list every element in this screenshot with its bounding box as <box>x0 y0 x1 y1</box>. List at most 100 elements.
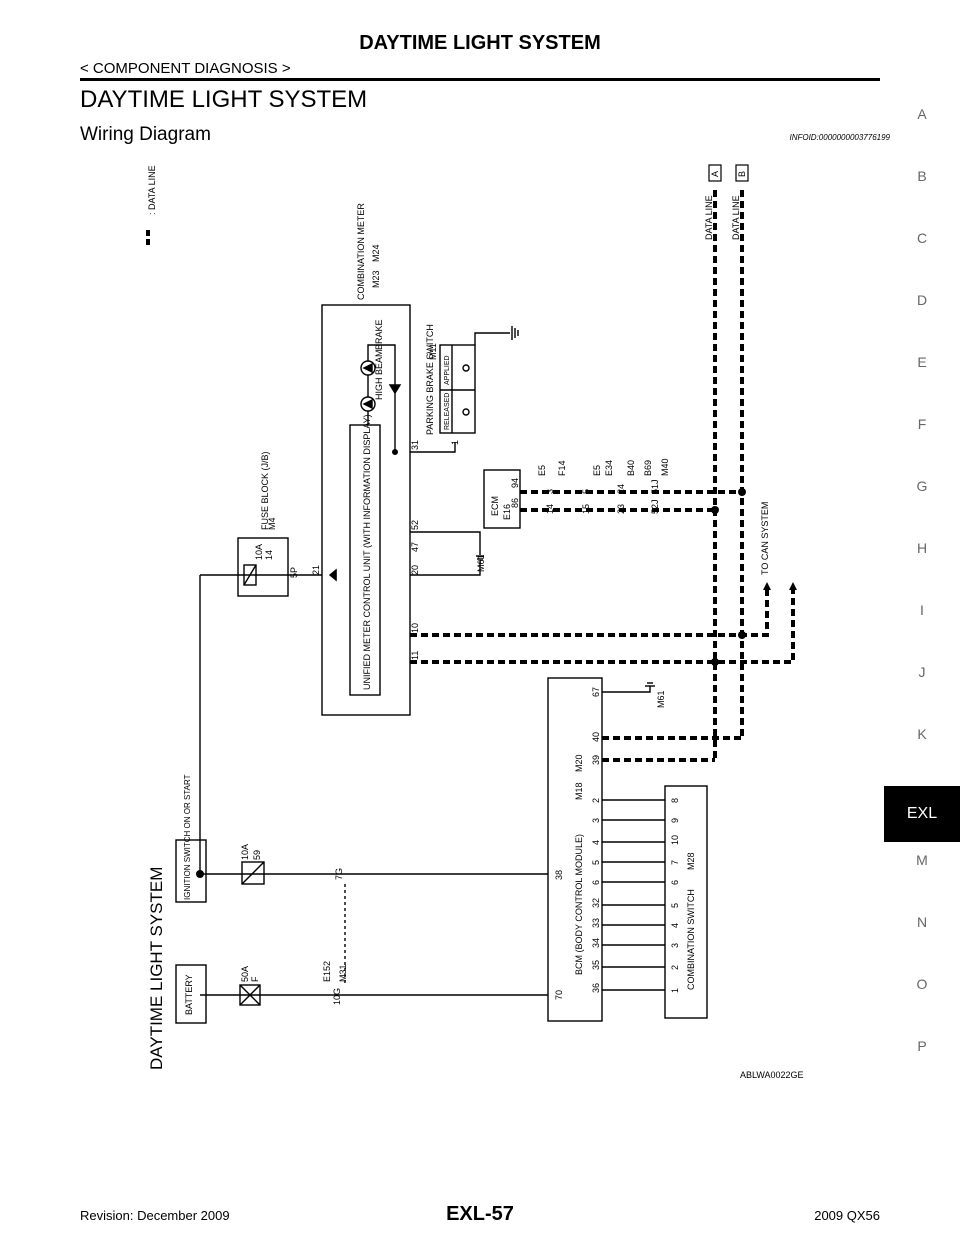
bcm-pin-33: 33 <box>591 918 601 928</box>
bcm-pin-39: 39 <box>591 755 601 765</box>
meter-pin-20: 20 <box>410 565 420 575</box>
ignition-switch-label: IGNITION SWITCH ON OR START <box>183 774 192 900</box>
battery-label: BATTERY <box>184 974 194 1015</box>
conn-m40: M40 <box>660 458 670 476</box>
tab-d[interactable]: D <box>916 292 928 308</box>
meter-pin-47: 47 <box>410 542 420 552</box>
tab-n[interactable]: N <box>916 914 928 930</box>
conn-e5-b-pin2: 24 <box>616 484 626 494</box>
bcm-pin-34: 34 <box>591 938 601 948</box>
figure-code: ABLWA0022GE <box>740 1070 804 1080</box>
combination-meter-conn-1: M23 <box>371 270 381 288</box>
meter-pin-10: 10 <box>410 623 420 633</box>
tab-b[interactable]: B <box>917 168 927 184</box>
section-title: DAYTIME LIGHT SYSTEM <box>80 86 368 113</box>
fuse-batt-amp: 50A <box>240 966 250 982</box>
fuse-block-pin: 5P <box>289 567 299 578</box>
ecm-conn: E16 <box>502 504 512 520</box>
comb-switch-pin-6: 6 <box>670 880 680 885</box>
bcm-pin-70: 70 <box>554 990 564 1000</box>
tab-exl[interactable]: EXL <box>884 786 960 842</box>
comb-switch-pin-7: 7 <box>670 860 680 865</box>
ground-m61-lower: M61 <box>656 690 666 708</box>
parking-brake-applied: APPLIED <box>444 355 451 385</box>
bcm-pin-36: 36 <box>591 983 601 993</box>
tab-e[interactable]: E <box>917 354 927 370</box>
marker-b: B <box>737 171 747 177</box>
meter-pin-52: 52 <box>410 520 420 530</box>
tab-c[interactable]: C <box>916 230 928 246</box>
info-id: INFOID:0000000003776199 <box>789 133 890 142</box>
ecm-pin-94: 94 <box>510 478 520 488</box>
data-line-legend-label: : DATA LINE <box>147 165 157 215</box>
bcm-pin-4: 4 <box>591 840 601 845</box>
comb-switch-pin-3: 3 <box>670 943 680 948</box>
batt-joint: 10G <box>332 988 342 1005</box>
tab-f[interactable]: F <box>917 416 927 432</box>
tab-m[interactable]: M <box>916 852 928 868</box>
batt-conn-2: M31 <box>338 964 348 982</box>
ign-joint: 7G <box>334 868 344 880</box>
conn-e34-pin1: 52J <box>650 499 660 514</box>
parking-brake-conn: M11 <box>428 343 438 360</box>
combination-meter-label: COMBINATION METER <box>356 203 366 300</box>
parking-brake-pin: 1 <box>450 440 460 445</box>
meter-pin-21: 21 <box>311 565 321 575</box>
combination-switch-label: COMBINATION SWITCH <box>686 889 696 990</box>
tab-i[interactable]: I <box>920 602 924 618</box>
bcm-pin-40: 40 <box>591 732 601 742</box>
comb-switch-pin-5: 5 <box>670 903 680 908</box>
fuse-batt-no: F <box>250 976 260 982</box>
tab-g[interactable]: G <box>916 478 928 494</box>
conn-b69: B69 <box>643 460 653 476</box>
brake-label: BRAKE <box>374 319 384 350</box>
fuse-block-conn: M4 <box>267 517 277 530</box>
meter-pin-31: 31 <box>410 440 420 450</box>
fuse-block-fuse-no: 14 <box>264 550 274 560</box>
high-beam-label: HIGH BEAM <box>374 349 384 400</box>
conn-b40: B40 <box>626 460 636 476</box>
fuse-ign-amp: 10A <box>240 844 250 860</box>
to-can-label: TO CAN SYSTEM <box>760 502 770 575</box>
ecm-label: ECM <box>490 496 500 516</box>
comb-switch-pin-9: 9 <box>670 818 680 823</box>
parking-brake-switch-label: PARKING BRAKE SWITCH <box>425 324 435 435</box>
section-index-tabs: A B C D E F G H I J K EXL M N O P <box>884 100 960 1094</box>
section-subtitle: Wiring Diagram <box>80 124 211 145</box>
batt-conn-1: E152 <box>322 961 332 982</box>
conn-e34: E34 <box>604 460 614 476</box>
bcm-label: BCM (BODY CONTROL MODULE) <box>574 834 584 975</box>
data-line-b-label: DATA LINE <box>731 195 741 240</box>
ecm-pin-86: 86 <box>510 498 520 508</box>
data-line-a-label: DATA LINE <box>704 195 714 240</box>
bcm-pin-35: 35 <box>591 960 601 970</box>
footer-revision: Revision: December 2009 <box>80 1208 230 1223</box>
bcm-pin-67: 67 <box>591 687 601 697</box>
conn-e34-pin2: 51J <box>650 479 660 494</box>
bcm-pin-6: 6 <box>591 880 601 885</box>
tab-h[interactable]: H <box>916 540 928 556</box>
header-divider <box>80 78 880 81</box>
conn-e5-b: E5 <box>592 465 602 476</box>
page-header-subtitle: < COMPONENT DIAGNOSIS > <box>80 60 291 77</box>
footer-model: 2009 QX56 <box>814 1208 880 1223</box>
conn-f14-pin1: 15 <box>581 504 591 514</box>
bcm-pin-3: 3 <box>591 818 601 823</box>
tab-a[interactable]: A <box>917 106 927 122</box>
unified-meter-label: UNIFIED METER CONTROL UNIT (WITH INFORMA… <box>362 414 372 690</box>
comb-switch-pin-2: 2 <box>670 965 680 970</box>
fuse-ign-no: 59 <box>252 850 262 860</box>
tab-o[interactable]: O <box>916 976 928 992</box>
footer-page-number: EXL-57 <box>446 1203 514 1225</box>
tab-p[interactable]: P <box>917 1038 927 1054</box>
comb-switch-pin-10: 10 <box>670 835 680 845</box>
page-header-title: DAYTIME LIGHT SYSTEM <box>359 32 601 54</box>
tab-j[interactable]: J <box>918 664 926 680</box>
system-title-label: DAYTIME LIGHT SYSTEM <box>147 867 166 1070</box>
conn-e5-a: E5 <box>537 465 547 476</box>
bcm-conn-2: M20 <box>574 754 584 772</box>
combination-switch-conn: M28 <box>686 852 696 870</box>
comb-switch-pin-8: 8 <box>670 798 680 803</box>
tab-k[interactable]: K <box>917 726 927 742</box>
marker-a: A <box>710 171 720 177</box>
